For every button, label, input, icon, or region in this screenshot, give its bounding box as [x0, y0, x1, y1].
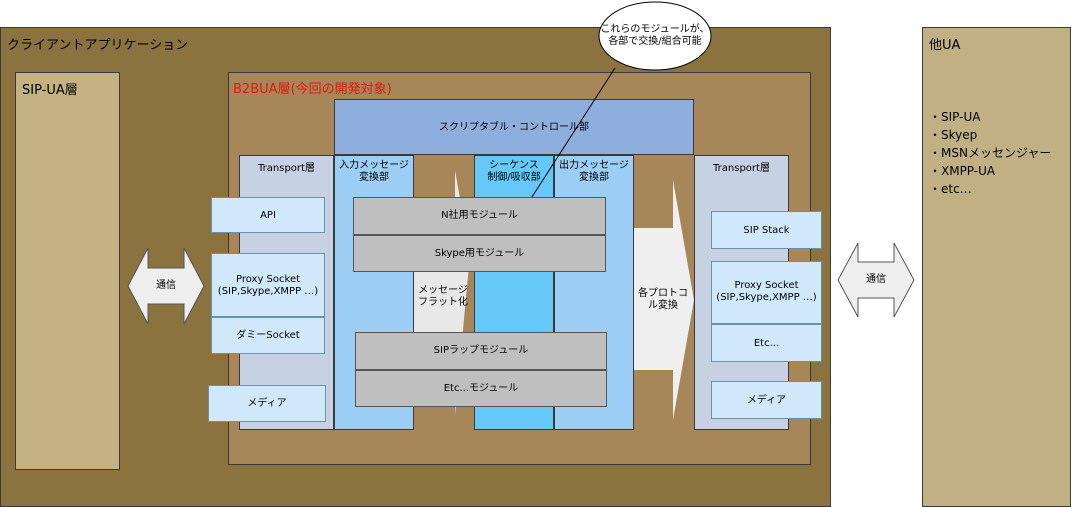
- proxy-socket-right-box: Proxy Socket (SIP,Skype,XMPP …): [711, 261, 822, 324]
- media-left-label: メディア: [247, 398, 287, 409]
- media-right-label: メディア: [746, 395, 787, 406]
- scriptable-control-block: スクリプタブル・コントロール部: [334, 99, 694, 155]
- proxy-socket-left-label: Proxy Socket (SIP,Skype,XMPP …): [217, 274, 319, 297]
- etc-right-label: Etc...: [753, 338, 780, 349]
- other-ua-item: ・Skyep: [929, 128, 978, 142]
- transport-right-title: Transport層: [713, 163, 770, 174]
- n-company-module: N社用モジュール: [353, 197, 606, 235]
- transport-left-title: Transport層: [258, 163, 315, 174]
- callout-label: これらのモジュールが、 各部で交換/組合可能: [600, 24, 710, 47]
- protocol-conversion-label: 各プロトコ ル変換: [638, 288, 688, 311]
- other-ua-item: ・XMPP-UA: [929, 164, 996, 178]
- etc-module-label: Etc...モジュール: [443, 383, 519, 394]
- proxy-socket-left-box: Proxy Socket (SIP,Skype,XMPP …): [211, 253, 325, 317]
- output-conversion-label: 出力メッセージ 変換部: [559, 160, 629, 183]
- etc-module: Etc...モジュール: [355, 370, 607, 407]
- scriptable-control-label: スクリプタブル・コントロール部: [439, 122, 589, 133]
- sequence-control-label: シーケンス 制御/吸収部: [487, 160, 541, 183]
- sip-stack-box: SIP Stack: [711, 211, 822, 249]
- callout-ellipse: [598, 1, 712, 71]
- media-right-box: メディア: [711, 381, 822, 419]
- sip-wrap-module-label: SIPラップモジュール: [433, 345, 529, 356]
- sip-stack-label: SIP Stack: [743, 225, 790, 236]
- comm-left-label: 通信: [156, 280, 176, 291]
- b2bua-layer-title: B2BUA層(今回の開発対象): [233, 82, 392, 97]
- client-application-title: クライアントアプリケーション: [7, 38, 189, 53]
- callout-line: [529, 67, 616, 201]
- media-left-box: メディア: [208, 385, 326, 422]
- dummy-socket-box: ダミーSocket: [211, 317, 325, 354]
- comm-right-arrow: [837, 242, 915, 318]
- n-company-module-label: N社用モジュール: [441, 210, 518, 221]
- other-ua-title: 他UA: [929, 38, 961, 53]
- sip-ua-layer-title: SIP-UA層: [22, 83, 78, 98]
- other-ua-item: ・SIP-UA: [929, 110, 981, 124]
- protocol-arrow: [634, 180, 694, 420]
- other-ua-item: ・etc…: [929, 182, 972, 196]
- flatten-label: メッセージ フラット化: [418, 285, 468, 308]
- etc-right-box: Etc...: [711, 324, 822, 362]
- other-ua-panel: 他UA ・SIP-UA ・Skyep ・MSNメッセンジャー ・XMPP-UA …: [922, 27, 1071, 507]
- sip-ua-layer: SIP-UA層: [15, 72, 120, 470]
- skype-module: Skype用モジュール: [353, 235, 606, 272]
- api-label: API: [260, 210, 276, 221]
- dummy-socket-label: ダミーSocket: [236, 330, 300, 341]
- skype-module-label: Skype用モジュール: [434, 248, 525, 259]
- api-box: API: [211, 197, 325, 233]
- proxy-socket-right-label: Proxy Socket (SIP,Skype,XMPP …): [716, 280, 817, 303]
- comm-left-arrow: [127, 247, 205, 325]
- other-ua-item: ・MSNメッセンジャー: [929, 146, 1052, 160]
- comm-right-label: 通信: [866, 274, 886, 285]
- input-conversion-label: 入力メッセージ 変換部: [339, 160, 409, 183]
- sip-wrap-module: SIPラップモジュール: [355, 332, 607, 370]
